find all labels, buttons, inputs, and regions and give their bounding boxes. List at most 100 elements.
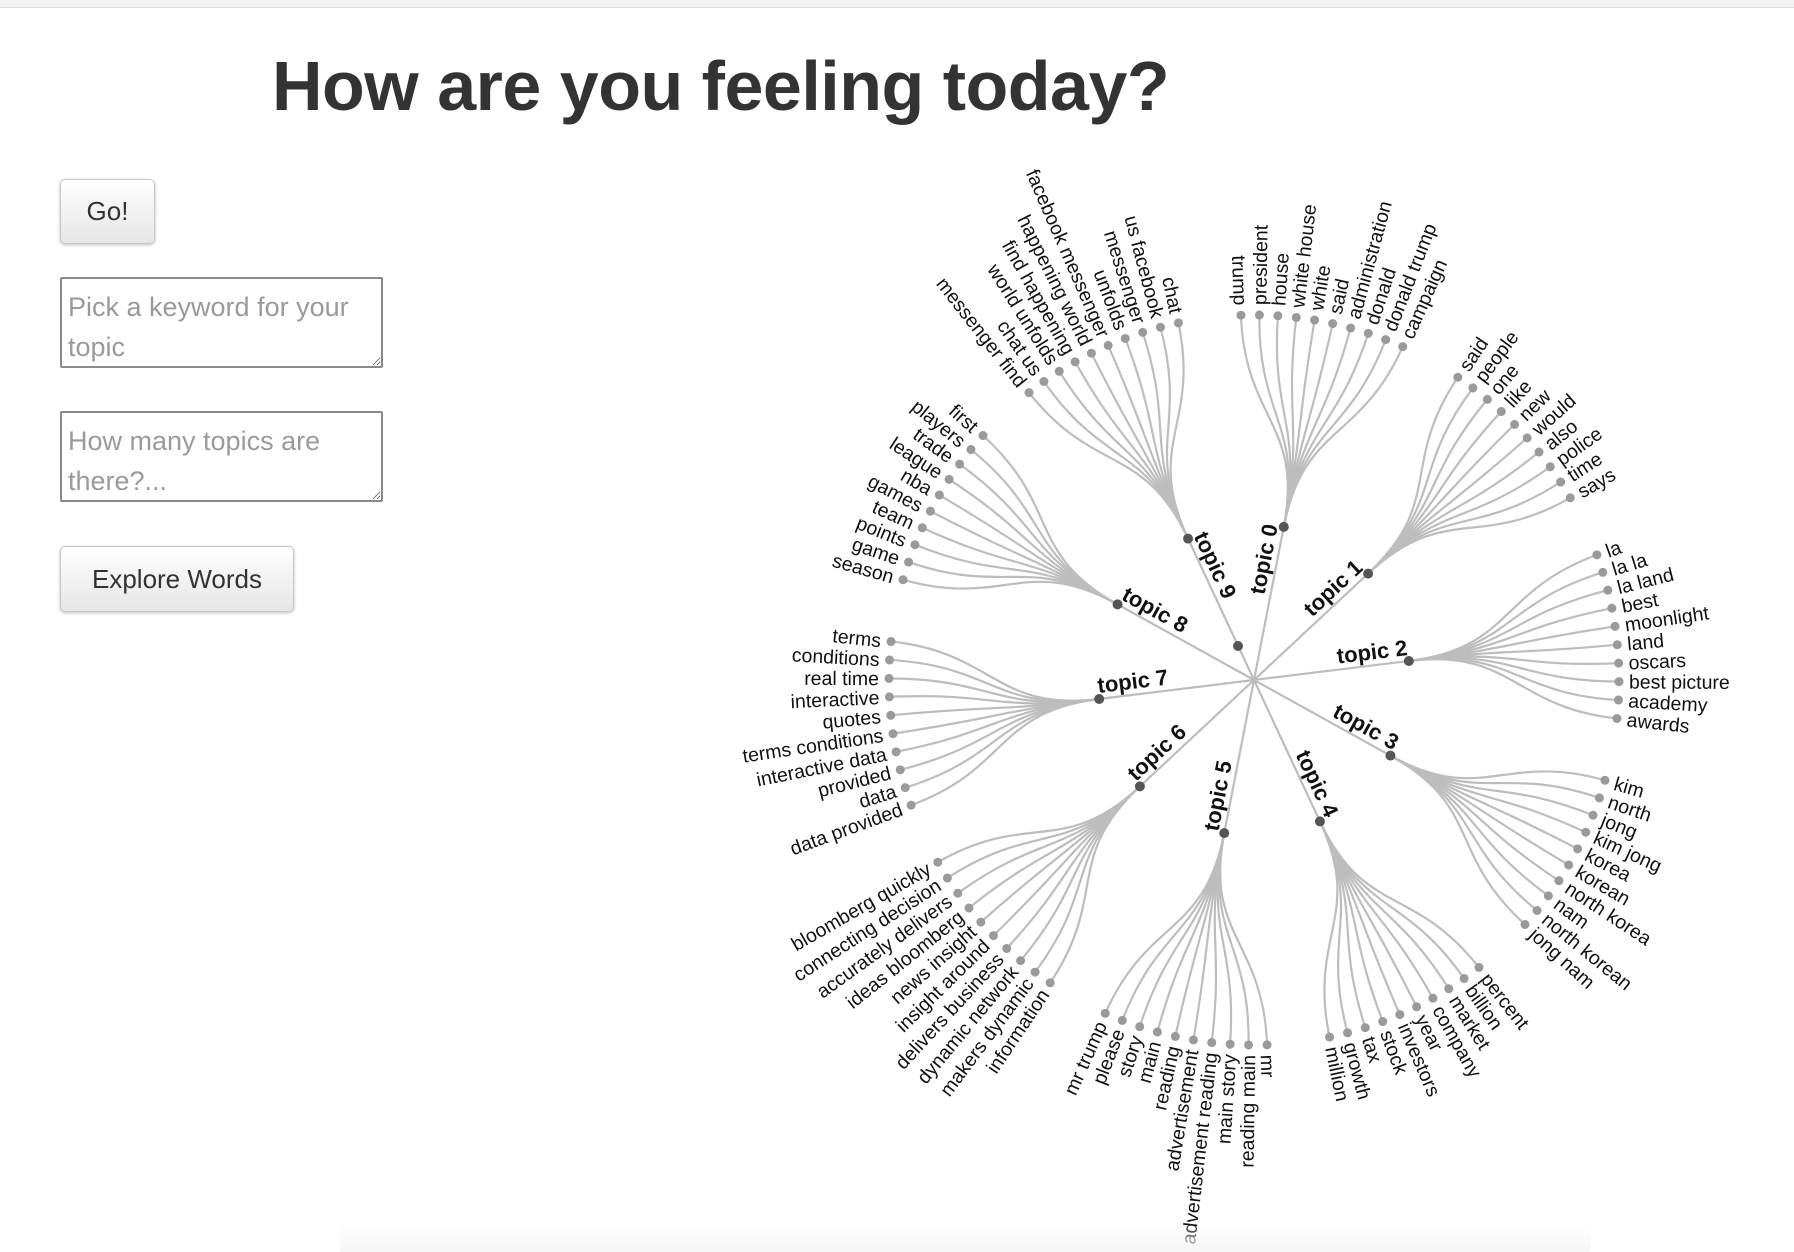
word-link [957,785,1141,895]
word-label: growth [1339,1040,1375,1102]
word-label: korea [1581,844,1635,886]
explore-words-button[interactable]: Explore Words [60,546,294,612]
topic-node [1385,750,1396,761]
word-link [1156,832,1226,1033]
word-node [1135,1022,1145,1032]
word-label: nam [1549,894,1593,934]
topic-link [1117,603,1255,681]
word-link [982,434,1119,606]
topic-node [1403,655,1414,666]
word-link [1282,319,1316,528]
word-link [1408,658,1618,720]
word-link [1282,327,1352,528]
word-label: market [1444,992,1495,1055]
word-node [886,637,896,647]
word-label: also [1541,415,1583,455]
word-label: trade [909,424,958,468]
word-label: terms [831,625,882,652]
topic-label: topic 1 [1299,555,1368,622]
word-link [1104,832,1226,1014]
word-link [1367,387,1474,575]
word-node [1412,1002,1422,1012]
word-label: la [1603,537,1625,563]
word-link [1318,820,1466,980]
topic-node [1112,599,1123,610]
word-label: season [830,550,897,588]
word-node [1363,328,1373,338]
word-label: administration [1343,199,1396,322]
word-link [1408,657,1619,702]
topic-link [1253,572,1369,681]
word-node [1120,333,1130,343]
word-node [1381,335,1391,345]
word-link [1005,785,1141,950]
word-node [1395,1010,1405,1020]
word-node [888,729,898,739]
word-link [889,695,1100,705]
word-node [1607,603,1617,613]
word-node [1207,1038,1217,1048]
word-link [1090,352,1190,540]
word-node [1564,860,1574,870]
topic-link [1253,679,1321,822]
topic-link [1253,679,1391,757]
word-link [914,543,1119,606]
word-node [1444,984,1454,994]
word-link [1318,820,1349,1034]
word-link [968,785,1141,909]
word-link [890,640,1100,702]
word-node [1428,993,1438,1003]
word-link [992,785,1141,937]
word-node [1086,348,1096,358]
topic-node [1363,568,1374,579]
word-link [910,697,1100,807]
tree-links [888,315,1620,1045]
word-link [1239,315,1289,528]
keyword-input[interactable] [60,277,383,368]
word-node [1588,810,1598,820]
word-node [933,857,943,867]
word-link [1174,832,1226,1037]
word-label: north korean [1537,909,1636,995]
word-label: main [1134,1039,1166,1086]
topic-label: topic 9 [1189,528,1242,603]
word-label: chat [1157,275,1186,316]
word-node [1510,419,1520,429]
word-node [925,506,935,516]
go-button[interactable]: Go! [60,179,155,244]
word-label: first [944,400,982,438]
word-label: year [1410,1011,1447,1055]
topic-node [1094,694,1105,705]
word-label: ideas bloomberg [842,906,968,1013]
word-link [1074,361,1190,540]
word-link [1389,754,1606,782]
word-link [1408,655,1619,665]
word-node [885,655,895,665]
word-label: new [1515,384,1557,425]
word-node [1496,407,1506,417]
word-node [1002,943,1012,953]
word-node [1346,323,1356,333]
word-link [1389,754,1570,866]
word-node [1614,677,1624,687]
word-link [1159,326,1190,540]
word-node [988,931,998,941]
word-link [1282,323,1334,528]
word-link [1318,820,1384,1022]
topic-count-input[interactable] [60,411,383,502]
topic-label: topic 3 [1329,699,1403,755]
word-label: interactive [790,687,880,713]
word-node [1534,447,1544,457]
word-node [964,903,974,913]
word-node [1613,695,1623,705]
word-label: chat us [992,316,1046,380]
word-node [976,917,986,927]
word-label: trump [1227,255,1251,306]
word-label: mr trump [1060,1018,1112,1098]
word-link [1218,832,1250,1045]
word-label: story [1114,1033,1148,1080]
word-label: white [1306,264,1335,314]
word-label: terms conditions [741,725,885,768]
word-node [1016,956,1026,966]
